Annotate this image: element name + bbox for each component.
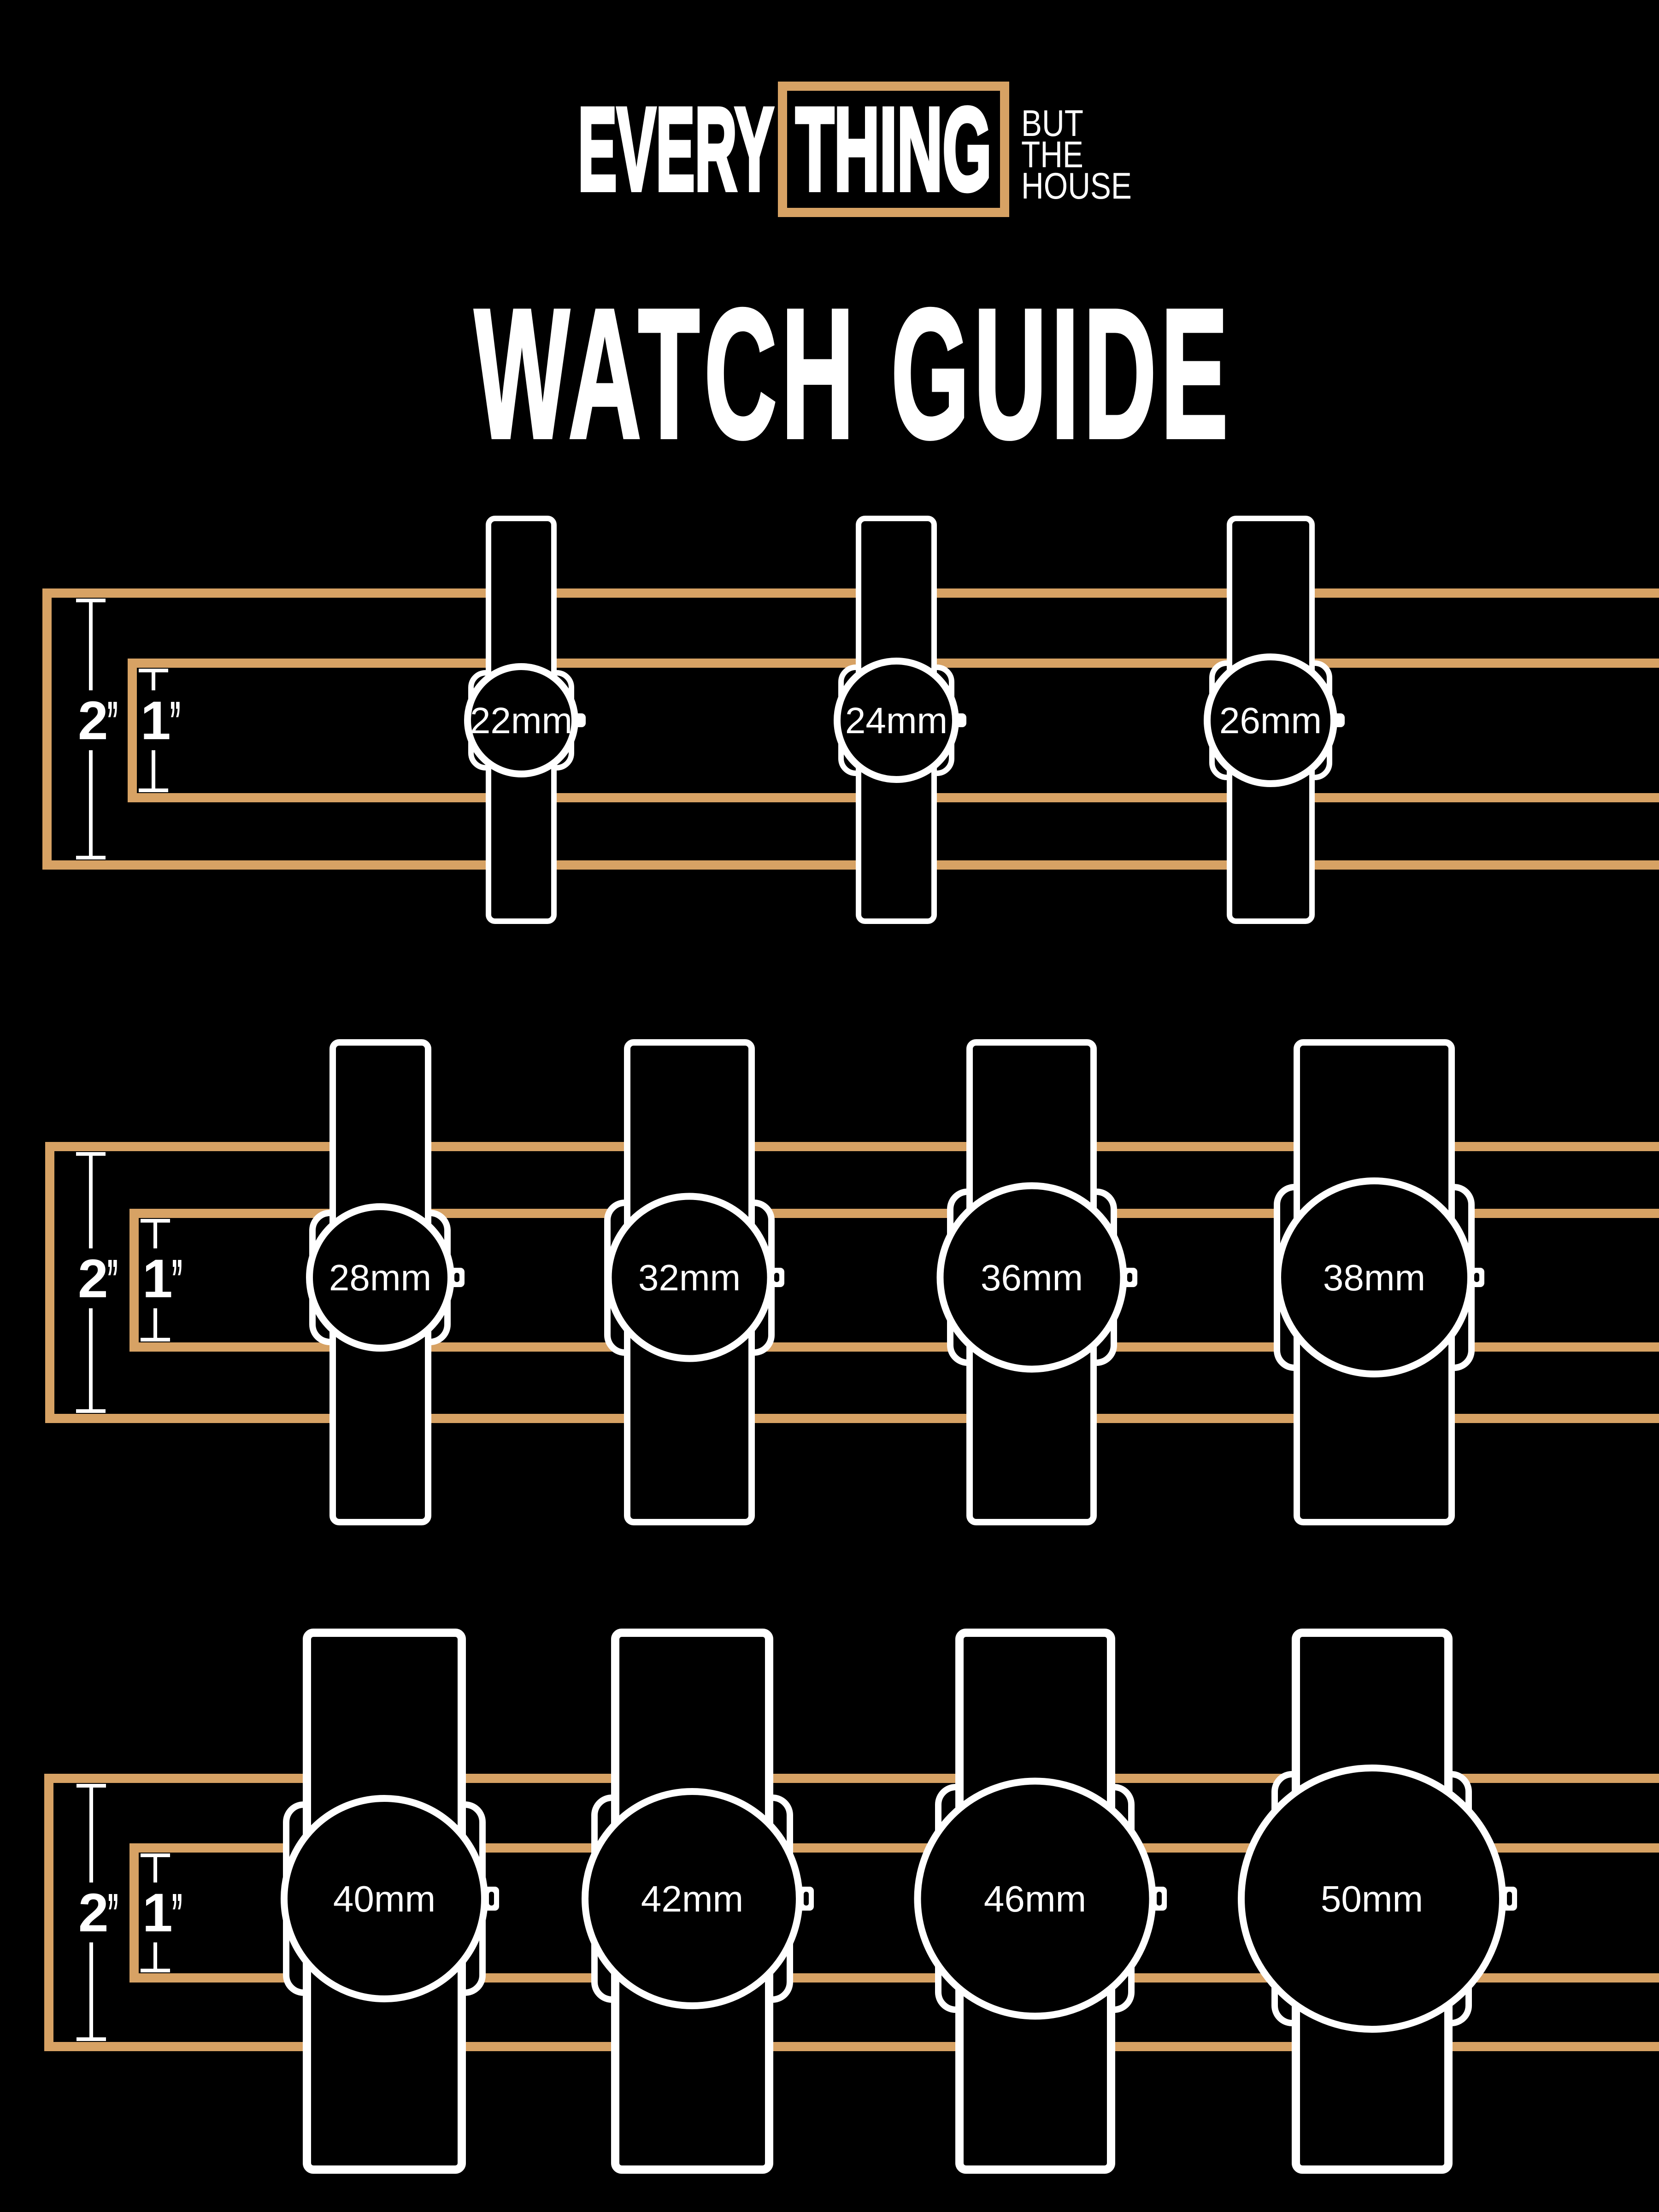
svg-text:”: ” [171, 1248, 183, 1309]
svg-text:26mm: 26mm [1219, 700, 1322, 741]
svg-text:38mm: 38mm [1323, 1257, 1425, 1298]
svg-text:28mm: 28mm [329, 1257, 431, 1298]
svg-text:32mm: 32mm [638, 1257, 741, 1298]
svg-text:46mm: 46mm [984, 1878, 1086, 1919]
svg-text:40mm: 40mm [333, 1878, 435, 1919]
svg-text:2: 2 [78, 690, 108, 751]
svg-text:”: ” [107, 1883, 119, 1943]
svg-text:2: 2 [78, 1248, 108, 1309]
svg-text:”: ” [171, 1883, 183, 1943]
svg-text:THE: THE [1021, 134, 1083, 175]
svg-text:50mm: 50mm [1321, 1878, 1423, 1919]
svg-text:24mm: 24mm [845, 700, 947, 741]
svg-text:”: ” [169, 690, 182, 751]
svg-text:1: 1 [141, 690, 171, 751]
svg-text:BUT: BUT [1021, 102, 1083, 144]
svg-text:1: 1 [142, 1883, 173, 1943]
svg-text:WATCH GUIDE: WATCH GUIDE [475, 271, 1233, 477]
svg-text:THING: THING [795, 83, 991, 215]
svg-text:1: 1 [142, 1248, 173, 1309]
svg-text:2: 2 [78, 1883, 109, 1943]
svg-text:”: ” [106, 690, 119, 751]
svg-text:42mm: 42mm [641, 1878, 743, 1919]
svg-text:EVERY: EVERY [578, 83, 774, 215]
svg-text:”: ” [106, 1248, 119, 1309]
svg-text:22mm: 22mm [470, 700, 572, 741]
svg-text:HOUSE: HOUSE [1021, 165, 1132, 206]
svg-text:36mm: 36mm [981, 1257, 1083, 1298]
